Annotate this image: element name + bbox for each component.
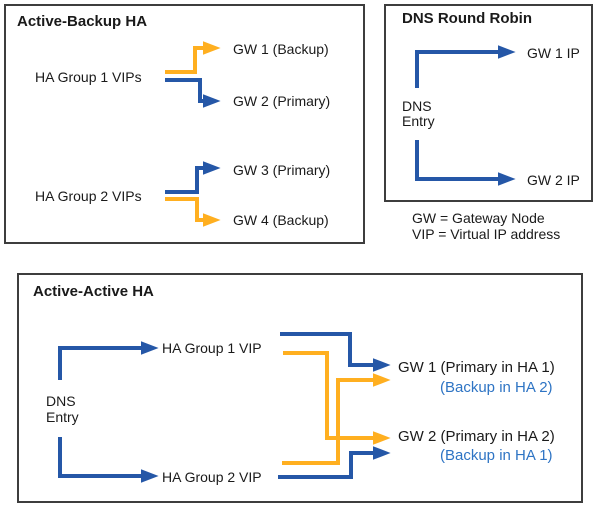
dns-round-robin-panel	[384, 4, 593, 202]
gw1-backup-label: GW 1 (Backup)	[233, 41, 329, 57]
active-backup-ha-panel	[4, 4, 365, 244]
arrow-dns-to-gw1-ip	[415, 45, 516, 88]
arrow-dns-to-gw2-ip	[415, 140, 516, 186]
arrow-dns-to-ha-group2-vip	[58, 437, 159, 483]
aa-dns-label-line1: DNS	[46, 393, 76, 409]
gw2-backup-in-ha1-label: (Backup in HA 1)	[440, 447, 553, 464]
gw4-backup-label: GW 4 (Backup)	[233, 212, 329, 228]
gw2-ip-label: GW 2 IP	[527, 172, 580, 188]
arrow-vip1-to-gw2-backup	[283, 351, 391, 445]
gw2-primary-in-ha2-label: GW 2 (Primary in HA 2)	[398, 428, 555, 445]
aa-dns-label-line2: Entry	[46, 409, 79, 425]
arrow-vip1-to-gw1-primary	[280, 332, 391, 372]
gw1-backup-in-ha2-label: (Backup in HA 2)	[440, 379, 553, 396]
arrow-vip2-to-gw1-backup	[282, 373, 391, 465]
ha-group2-vip-label: HA Group 2 VIP	[162, 469, 262, 485]
legend-vip-definition: VIP = Virtual IP address	[412, 226, 561, 242]
ha-group1-vips-label: HA Group 1 VIPs	[35, 69, 142, 85]
dns-round-robin-title: DNS Round Robin	[402, 10, 532, 27]
gw3-primary-label: GW 3 (Primary)	[233, 162, 331, 178]
arrow-vip2-to-gw2-primary	[278, 446, 391, 479]
active-active-title: Active-Active HA	[33, 283, 154, 300]
active-active-ha-panel	[17, 273, 583, 503]
ha-group1-vip-label: HA Group 1 VIP	[162, 340, 262, 356]
legend-gw-definition: GW = Gateway Node	[412, 210, 545, 226]
dns-entry-label-line1: DNS	[402, 98, 432, 114]
active-backup-title: Active-Backup HA	[17, 13, 148, 30]
gw2-primary-label: GW 2 (Primary)	[233, 93, 331, 109]
dns-entry-label-line2: Entry	[402, 113, 435, 129]
arrow-group2-to-gw3-primary	[165, 161, 221, 194]
gw1-ip-label: GW 1 IP	[527, 45, 580, 61]
gw1-primary-in-ha1-label: GW 1 (Primary in HA 1)	[398, 359, 555, 376]
arrow-group1-to-gw1-backup	[165, 41, 221, 74]
arrow-group2-to-gw4-backup	[165, 197, 221, 227]
arrow-dns-to-ha-group1-vip	[58, 341, 159, 380]
arrow-group1-to-gw2-primary	[165, 78, 221, 108]
ha-group2-vips-label: HA Group 2 VIPs	[35, 188, 142, 204]
